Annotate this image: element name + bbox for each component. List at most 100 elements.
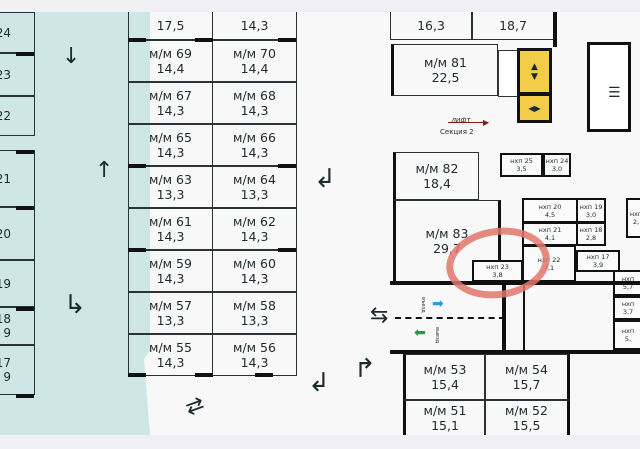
stall-area: 14,3 <box>240 229 269 244</box>
storage-name: нхп <box>621 327 635 335</box>
stall-area: 13,3 <box>156 313 185 328</box>
stall-label: 19 <box>0 276 11 291</box>
storage-name: нхп <box>621 275 635 283</box>
stall-name: м/м 81 <box>424 55 467 70</box>
stall-area: 14,3 <box>240 145 269 160</box>
stall-name: м/м 64 <box>233 172 276 187</box>
storage-area: 4,1 <box>544 234 556 242</box>
stall-19[interactable]: 19 <box>0 260 35 307</box>
wall-stub <box>278 164 296 168</box>
wall-stub <box>16 52 34 56</box>
bottom-strip <box>0 435 640 449</box>
storage-name: нхп 21 <box>538 226 562 234</box>
wall <box>390 281 640 285</box>
stall-label: 20 <box>0 226 11 241</box>
stall-area: 16,3 <box>417 18 445 33</box>
stall-18[interactable]: 189 <box>0 307 35 345</box>
stall-21[interactable]: 21 <box>0 150 35 207</box>
stall-name: м/м 60 <box>233 256 276 271</box>
storage-area: 3,0 <box>551 165 563 173</box>
stairwell: ☰ <box>587 42 631 132</box>
storage-area: 3,8 <box>492 271 503 279</box>
stall-area: 13,3 <box>240 187 269 202</box>
stall-name: м/м 66 <box>233 130 276 145</box>
stall-label: 17 <box>0 356 11 370</box>
wall-stub <box>195 373 213 377</box>
wall-stub <box>128 38 146 42</box>
stall-area: 15,7 <box>512 377 541 392</box>
stall-area: 9 <box>3 326 11 340</box>
stall-area: 14,3 <box>156 355 185 370</box>
storage-name: нхп 20 <box>538 202 562 211</box>
stall-top-a[interactable]: 16,3 <box>390 12 472 40</box>
storage-area: 3,9 <box>592 261 604 269</box>
storage-area: 5,7 <box>622 283 634 291</box>
stall-name: м/м 54 <box>505 362 548 377</box>
stall-name: м/м 69 <box>149 46 192 61</box>
wall-stub <box>255 373 273 377</box>
entry-arrow-icon: ➡ <box>432 296 444 312</box>
stall-17[interactable]: 179 <box>0 345 35 395</box>
stall-name: м/м 59 <box>149 256 192 271</box>
stall-name: м/м 52 <box>505 403 548 418</box>
stall-name: м/м 53 <box>423 362 467 377</box>
storage-name: нхп 19 <box>579 202 603 211</box>
section-label: Секция 2 <box>440 128 474 136</box>
wall-stub <box>16 394 34 398</box>
stall-20[interactable]: 20 <box>0 207 35 260</box>
storage-area: 7,1 <box>543 263 555 272</box>
parking-stall[interactable]: 14,3 <box>212 12 297 40</box>
stall-24[interactable]: 24 <box>0 12 35 53</box>
wall-stub <box>16 307 34 311</box>
stall-area: 13,3 <box>240 313 269 328</box>
stall-area: 14,3 <box>156 103 185 118</box>
arrow-turn-icon: ↱ <box>354 354 376 384</box>
lift-label: лифт <box>451 116 471 124</box>
stall-top-b[interactable]: 18,7 <box>472 12 554 40</box>
stall-23[interactable]: 23 <box>0 53 35 96</box>
entry-label: въезд <box>420 297 426 313</box>
stall-22[interactable]: 22 <box>0 96 35 136</box>
arrow-turn-icon: ↲ <box>308 368 330 398</box>
parking-stall[interactable]: 17,5 <box>128 12 213 40</box>
stall-area: 13,3 <box>156 187 185 202</box>
stall-area: 15,4 <box>431 377 459 392</box>
arrow-two-way-icon: ⇆ <box>370 303 389 328</box>
stall-name: м/м 58 <box>233 298 276 313</box>
wall-stub <box>128 248 146 252</box>
storage-area: 2,8 <box>585 234 597 242</box>
